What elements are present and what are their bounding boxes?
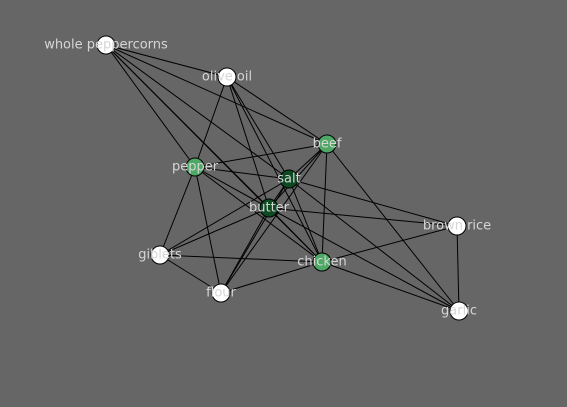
edge-whole-peppercorns-pepper	[105, 44, 196, 168]
edge-olive-oil-chicken	[226, 76, 323, 263]
node-label-flour: flour	[206, 286, 236, 301]
node-pepper[interactable]	[185, 157, 205, 177]
edge-butter-chicken	[268, 207, 323, 263]
node-garlic[interactable]	[449, 301, 469, 321]
edge-salt-brown-rice	[288, 178, 458, 227]
node-label-whole-peppercorns: whole peppercorns	[44, 38, 168, 53]
edge-butter-flour	[220, 207, 270, 294]
edge-chicken-garlic	[321, 261, 460, 312]
edge-pepper-giblets	[159, 166, 196, 256]
edge-salt-garlic	[288, 178, 460, 312]
edge-salt-giblets	[159, 178, 290, 256]
node-label-chicken: chicken	[297, 255, 346, 270]
node-label-pepper: pepper	[172, 160, 219, 175]
edge-whole-peppercorns-beef	[105, 44, 328, 145]
labels-layer: whole peppercorns olive oil beef pepper salt…	[44, 38, 491, 319]
nodes-layer	[96, 35, 469, 321]
edge-olive-oil-salt	[226, 76, 290, 180]
edge-brown-rice-garlic	[456, 225, 460, 312]
edge-salt-chicken	[288, 178, 323, 263]
edge-butter-brown-rice	[268, 207, 458, 227]
node-label-salt: salt	[277, 172, 300, 187]
node-brown-rice[interactable]	[447, 216, 467, 236]
edge-pepper-salt	[194, 166, 290, 180]
edge-chicken-flour	[220, 261, 323, 294]
edge-whole-peppercorns-olive-oil	[105, 44, 228, 78]
node-whole-peppercorns[interactable]	[96, 35, 116, 55]
edge-olive-oil-pepper	[194, 76, 228, 168]
edge-beef-garlic	[326, 143, 460, 312]
node-salt[interactable]	[279, 169, 299, 189]
edge-pepper-butter	[194, 166, 270, 209]
node-label-butter: butter	[249, 201, 290, 216]
edge-giblets-flour	[159, 254, 222, 294]
edge-pepper-flour	[194, 166, 222, 294]
node-beef[interactable]	[317, 134, 337, 154]
node-olive-oil[interactable]	[217, 67, 237, 87]
node-flour[interactable]	[211, 283, 231, 303]
edge-salt-flour	[220, 178, 290, 294]
node-giblets[interactable]	[150, 245, 170, 265]
edge-brown-rice-chicken	[321, 225, 458, 263]
edge-butter-garlic	[268, 207, 460, 312]
edge-pepper-chicken	[194, 166, 323, 263]
node-label-giblets: giblets	[138, 248, 182, 263]
node-butter[interactable]	[259, 198, 279, 218]
edge-beef-pepper	[194, 143, 328, 168]
node-label-beef: beef	[313, 137, 342, 152]
edge-olive-oil-butter	[226, 76, 270, 209]
edge-giblets-chicken	[159, 254, 323, 263]
edge-beef-flour	[220, 143, 328, 294]
node-label-brown-rice: brown rice	[423, 219, 491, 234]
node-chicken[interactable]	[312, 252, 332, 272]
edge-olive-oil-beef	[226, 76, 328, 145]
edge-butter-giblets	[159, 207, 270, 256]
node-label-olive-oil: olive oil	[202, 70, 252, 85]
node-label-garlic: garlic	[441, 304, 477, 319]
edge-whole-peppercorns-salt	[105, 44, 290, 180]
edge-beef-chicken	[321, 143, 328, 263]
